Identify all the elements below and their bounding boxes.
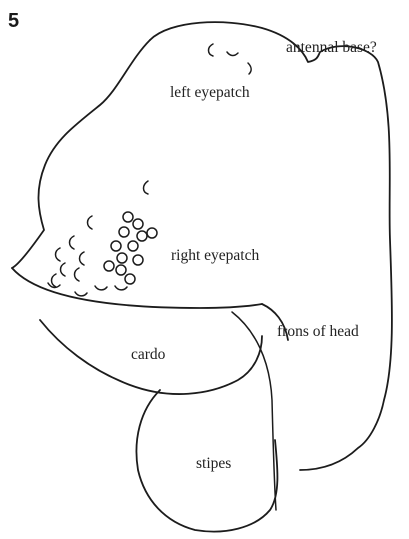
label-left-eyepatch: left eyepatch (170, 84, 250, 101)
head-lower-margin (12, 268, 262, 308)
frons-inner-line (232, 312, 276, 510)
figure-number: 5 (8, 10, 19, 32)
right-eyepatch-circles (104, 212, 157, 284)
label-frons-of-head: frons of head (277, 323, 359, 340)
label-antennal-base: antennal base? (286, 39, 377, 56)
left-eyepatch-marks (209, 44, 252, 74)
label-stipes: stipes (196, 455, 231, 472)
right-eyepatch-crescents (48, 181, 148, 296)
label-cardo: cardo (131, 346, 166, 363)
label-right-eyepatch: right eyepatch (171, 247, 259, 264)
